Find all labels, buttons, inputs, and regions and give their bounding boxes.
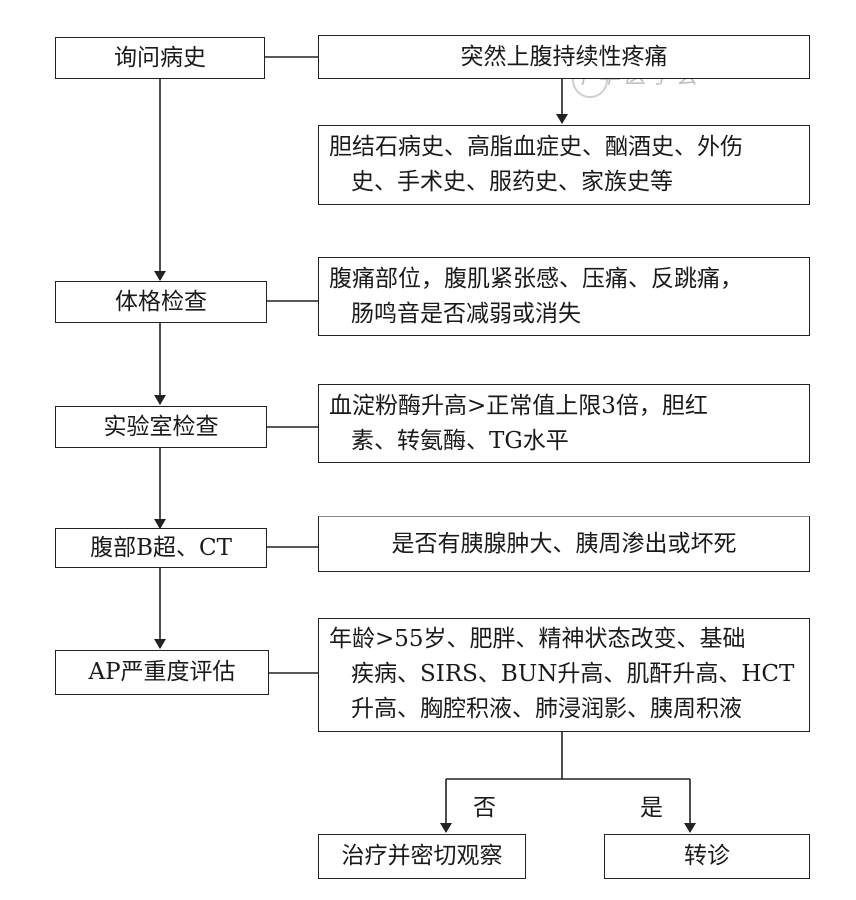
lab-items-line-2: 素、转氨酶、TG水平 xyxy=(351,428,569,454)
outcome-referral: 转诊 xyxy=(604,834,810,879)
symptom-text: 突然上腹持续性疼痛 xyxy=(460,43,668,70)
history-items-line-1: 胆结石病史、高脂血症史、酗酒史、外伤 xyxy=(329,134,743,160)
step-severity-assessment: AP严重度评估 xyxy=(55,650,269,695)
physical-items-box: 腹痛部位，腹肌紧张感、压痛、反跳痛， 肠鸣音是否减弱或消失 xyxy=(318,257,810,336)
physical-items-line-2: 肠鸣音是否减弱或消失 xyxy=(351,301,581,327)
physical-items-line-1: 腹痛部位，腹肌紧张感、压痛、反跳痛， xyxy=(329,266,743,292)
step-physical-exam: 体格检查 xyxy=(55,281,267,323)
step-history-label: 询问病史 xyxy=(114,44,206,71)
severity-items-line-3: 升高、胸腔积液、肺浸润影、胰周积液 xyxy=(351,696,742,722)
step-lab-tests: 实验室检查 xyxy=(55,406,267,448)
symptom-box: 突然上腹持续性疼痛 xyxy=(318,35,810,79)
outcome-observe-label: 治疗并密切观察 xyxy=(341,843,503,869)
step-lab-label: 实验室检查 xyxy=(103,413,219,440)
imaging-items-box: 是否有胰腺肿大、胰周渗出或坏死 xyxy=(318,516,810,572)
step-imaging: 腹部B超、CT xyxy=(55,528,267,568)
history-items-box: 胆结石病史、高脂血症史、酗酒史、外伤 史、手术史、服药史、家族史等 xyxy=(318,125,810,205)
step-physical-label: 体格检查 xyxy=(115,288,207,315)
imaging-items-text: 是否有胰腺肿大、胰周渗出或坏死 xyxy=(391,530,737,557)
lab-items-box: 血淀粉酶升高>正常值上限3倍，胆红 素、转氨酶、TG水平 xyxy=(318,384,810,463)
lab-items-line-1: 血淀粉酶升高>正常值上限3倍，胆红 xyxy=(329,393,708,419)
severity-items-line-2: 疾病、SIRS、BUN升高、肌酐升高、HCT xyxy=(351,661,795,687)
history-items-line-2: 史、手术史、服药史、家族史等 xyxy=(351,169,673,195)
severity-items-line-1: 年龄>55岁、肥胖、精神状态改变、基础 xyxy=(329,626,746,652)
branch-yes-label: 是 xyxy=(640,795,663,821)
outcome-observe: 治疗并密切观察 xyxy=(318,834,526,879)
outcome-referral-label: 转诊 xyxy=(684,843,730,869)
step-severity-label: AP严重度评估 xyxy=(88,659,236,685)
step-history: 询问病史 xyxy=(55,37,265,79)
step-imaging-label: 腹部B超、CT xyxy=(90,534,232,561)
severity-items-box: 年龄>55岁、肥胖、精神状态改变、基础 疾病、SIRS、BUN升高、肌酐升高、H… xyxy=(318,618,810,732)
branch-no-label: 否 xyxy=(473,795,496,821)
